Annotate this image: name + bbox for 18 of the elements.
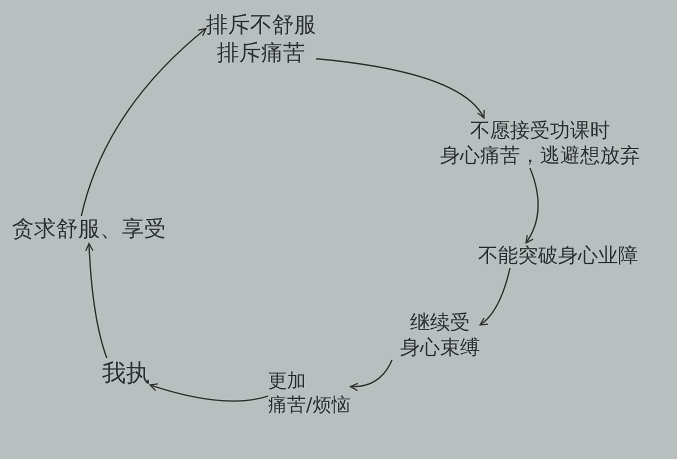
handwritten-label: 贪求舒服、享受 xyxy=(12,216,166,244)
handwritten-label: 排斥痛苦 xyxy=(217,40,305,67)
arrow xyxy=(85,242,108,358)
handwritten-label: 不愿接受功课时 xyxy=(470,118,610,143)
arrow xyxy=(149,383,268,402)
handwritten-label: 更加 xyxy=(268,370,306,394)
handwritten-label: 我执 xyxy=(102,358,150,388)
handwritten-label: 痛苦/烦恼 xyxy=(268,394,350,418)
arrow xyxy=(525,168,539,244)
handwritten-label: 身心束缚 xyxy=(400,335,480,360)
arrow xyxy=(80,28,207,216)
arrow xyxy=(316,58,485,119)
handwritten-label: 继续受 xyxy=(410,310,470,335)
handwritten-label: 排斥不舒服 xyxy=(206,12,316,40)
handwritten-label: 不能突破身心业障 xyxy=(478,243,638,268)
arrow xyxy=(350,360,393,391)
handwritten-label: 身心痛苦，逃避想放弃 xyxy=(440,143,640,168)
arrow xyxy=(479,268,511,326)
